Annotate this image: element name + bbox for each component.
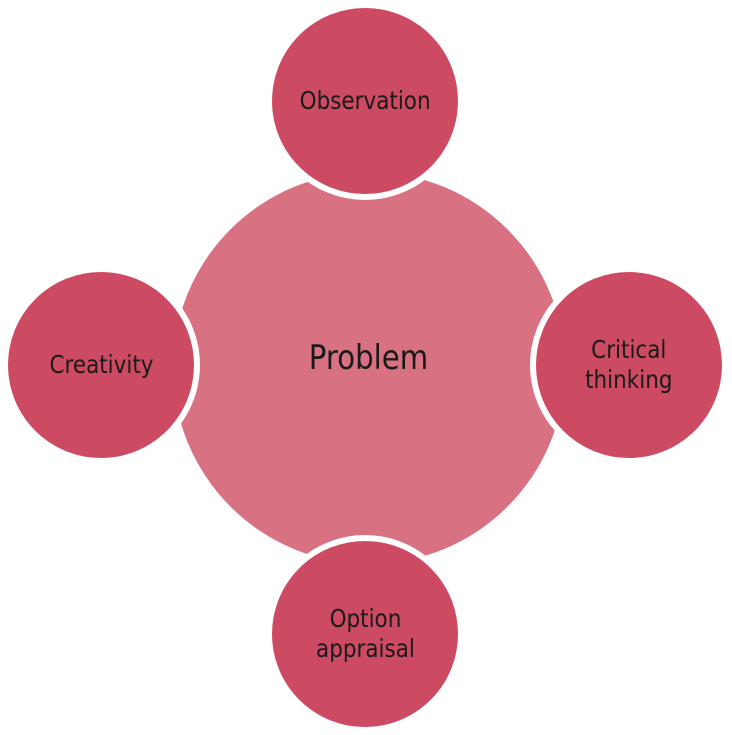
problem-circle: Problem — [173, 172, 565, 564]
critical-thinking-label: Critical thinking — [585, 334, 673, 395]
option-appraisal-label: Option appraisal — [315, 603, 415, 664]
option-appraisal-circle: Option appraisal — [266, 535, 464, 733]
creativity-label: Creativity — [48, 349, 154, 379]
problem-label: Problem — [309, 338, 429, 379]
observation-circle: Observation — [266, 2, 464, 200]
creativity-circle: Creativity — [2, 266, 200, 464]
critical-thinking-circle: Critical thinking — [530, 266, 728, 464]
observation-label: Observation — [299, 85, 431, 115]
